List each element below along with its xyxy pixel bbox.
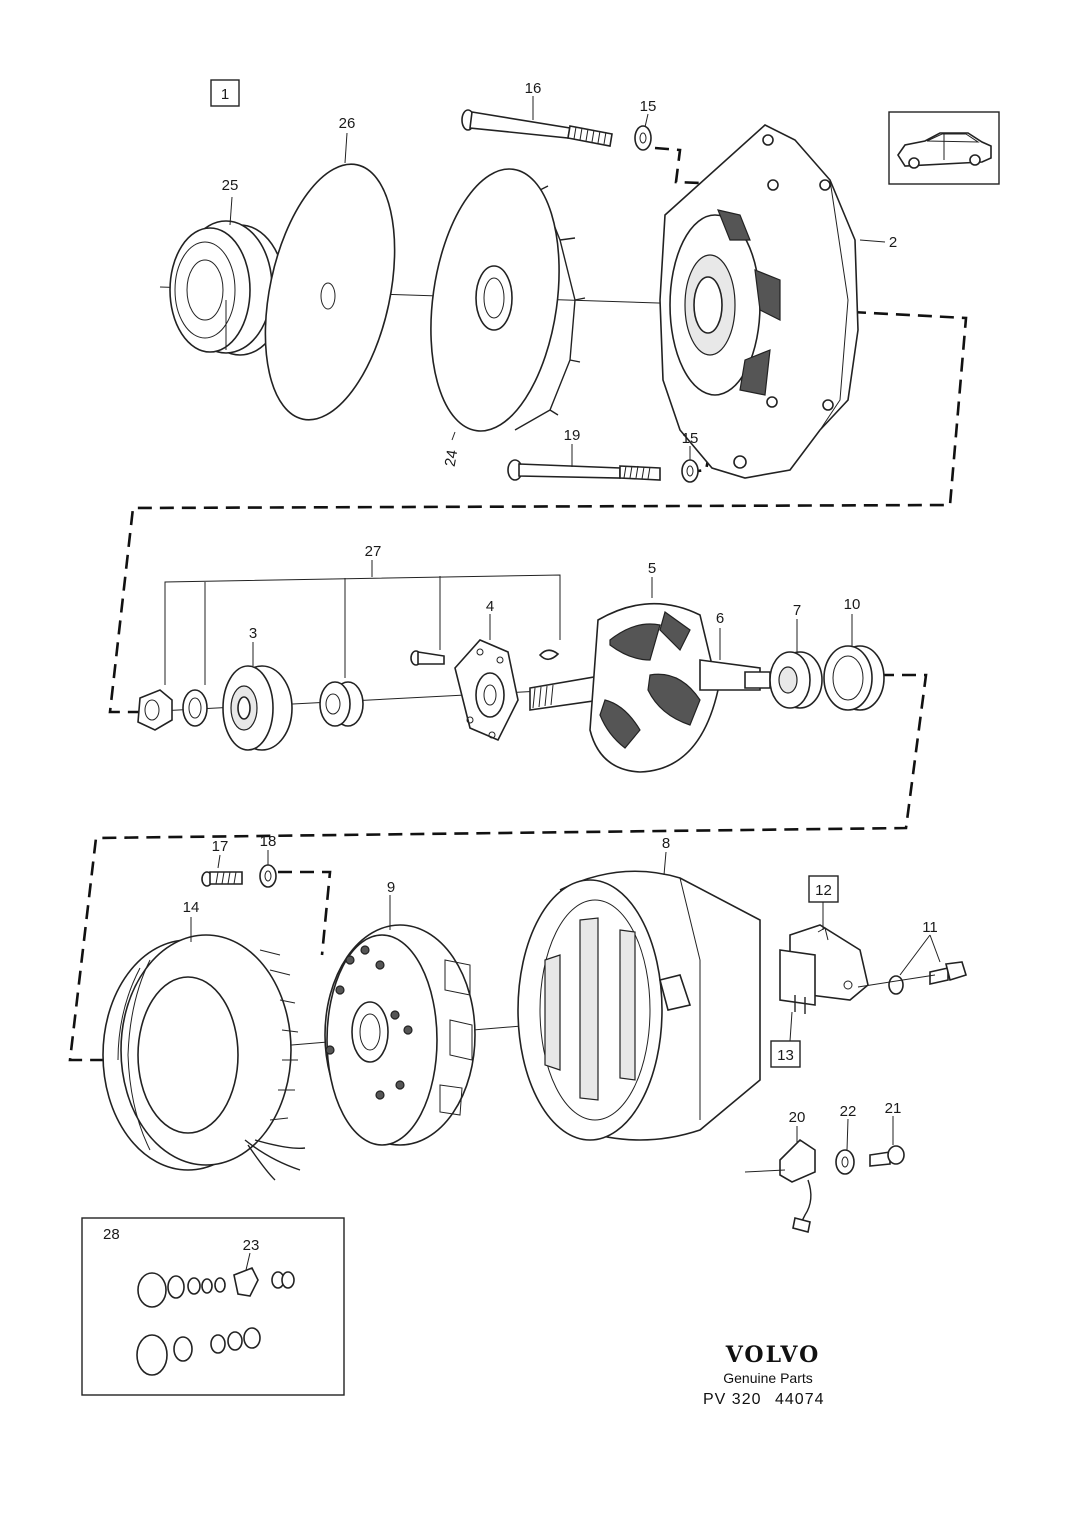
- brand-subtitle: Genuine Parts: [723, 1370, 813, 1386]
- callout-5: 5: [648, 560, 656, 577]
- fan: [430, 168, 586, 432]
- regulator-label-lower: 13: [777, 1047, 794, 1064]
- callout-6: 6: [716, 610, 724, 627]
- group-reference-box: 1: [210, 79, 240, 107]
- callout-27: 27: [365, 543, 382, 560]
- callout-11: 11: [922, 919, 938, 936]
- woodruff-key: [538, 649, 560, 661]
- callout-2: 2: [889, 234, 897, 251]
- callout-4: 4: [486, 598, 494, 615]
- callout-9: 9: [387, 879, 395, 896]
- callout-22: 22: [840, 1103, 857, 1120]
- stator: [102, 934, 306, 1181]
- regulator-screw: [857, 961, 967, 995]
- callout-3: 3: [249, 625, 257, 642]
- through-bolt-upper: [461, 109, 613, 147]
- kit-bracket: [164, 574, 561, 685]
- car-thumbnail-icon: [888, 111, 1000, 185]
- callout-18: 18: [260, 833, 277, 850]
- callout-17: 17: [212, 838, 229, 855]
- callout-19: 19: [564, 427, 581, 444]
- bearing-retainer-plate: [454, 639, 519, 742]
- group-reference-label: 1: [221, 86, 229, 103]
- bearing-sleeve: [823, 645, 885, 711]
- rectifier: [324, 924, 476, 1146]
- through-bolt-lower: [507, 459, 661, 481]
- callout-labels: 25 26 16 15 2 24 19 15 27 5 4 10 6 7 3 8…: [183, 80, 938, 1254]
- lock-washer-upper: [634, 125, 652, 151]
- rotor: [529, 602, 771, 773]
- leader-lines: [190, 96, 941, 1271]
- repair-kit-label: 28: [103, 1226, 120, 1243]
- repair-kit-box: 28: [81, 1217, 345, 1396]
- callout-7: 7: [793, 602, 801, 619]
- rectifier-washer: [259, 864, 277, 888]
- nut: [137, 689, 173, 731]
- regulator-label-upper: 12: [815, 882, 832, 899]
- callout-10: 10: [844, 596, 861, 613]
- callout-26: 26: [339, 115, 356, 132]
- catalog-code-prefix: PV 320: [703, 1391, 761, 1408]
- callout-15-upper: 15: [640, 98, 657, 115]
- callout-8: 8: [662, 835, 670, 852]
- callout-24: 24: [442, 449, 462, 468]
- capacitor-washer: [835, 1149, 855, 1175]
- retainer-screw: [410, 650, 445, 666]
- spring-washer: [182, 689, 208, 727]
- callout-14: 14: [183, 899, 200, 916]
- voltage-regulator: [779, 924, 869, 1014]
- suppression-capacitor: [744, 1138, 816, 1233]
- callout-16: 16: [525, 80, 542, 97]
- rectifier-screw: [201, 871, 243, 887]
- slip-ring-end-housing: [517, 870, 761, 1141]
- regulator-part-box-upper: 12: [808, 875, 839, 930]
- bearing: [222, 665, 293, 751]
- spacer-sleeve: [319, 681, 364, 727]
- callout-25: 25: [222, 177, 239, 194]
- callout-15-lower: 15: [682, 430, 699, 447]
- callout-21: 21: [885, 1100, 902, 1117]
- spacer-disc: [264, 163, 396, 421]
- regulator-part-box-lower: 13: [770, 1011, 801, 1068]
- pulley: [169, 220, 286, 356]
- slip-ring-bearing: [769, 651, 823, 709]
- catalog-code-number: 44074: [775, 1391, 825, 1408]
- brand-logo: VOLVO: [725, 1342, 821, 1368]
- drive-end-housing: [659, 124, 859, 479]
- callout-23: 23: [243, 1237, 260, 1254]
- brand-footer: VOLVO Genuine Parts PV 320 44074: [703, 1342, 825, 1408]
- lock-washer-lower: [681, 459, 699, 483]
- callout-20: 20: [789, 1109, 806, 1126]
- capacitor-screw: [869, 1145, 905, 1167]
